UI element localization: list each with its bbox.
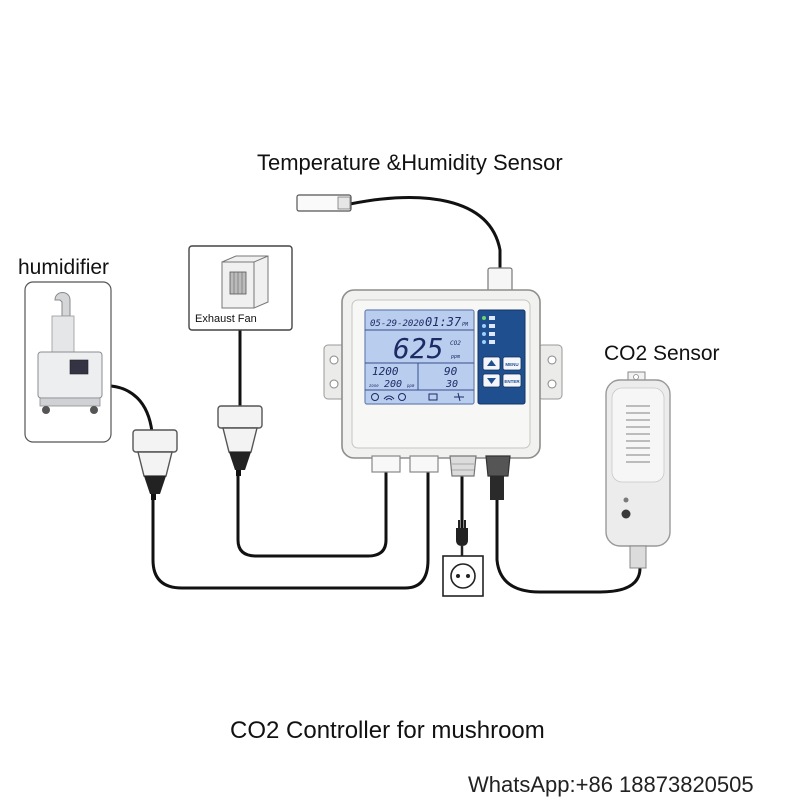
exhaust-fan-illustration [188,245,293,331]
co2-sensor-indicator [621,509,631,519]
lcd-co2-label: CO2 [450,340,461,347]
exhaust-plug-cable [236,468,388,558]
cables [109,196,642,594]
co2-sensor-led [623,497,629,503]
down-arrow-icon [487,378,496,384]
co2-sensor-device [605,371,671,569]
menu-button[interactable]: MENU [502,356,522,371]
lcd-left-prefix: zone [369,383,379,388]
status-led-2 [482,324,486,328]
temperature-humidity-sensor-label: Temperature &Humidity Sensor [257,150,563,175]
humidifier-plug-cable [151,470,430,590]
lcd-right-bottom: 30 [445,379,458,390]
whatsapp-contact: WhatsApp:+86 18873820505 [468,772,754,797]
light-status-icon [454,392,464,402]
lcd-right-top: 90 [444,365,458,378]
status-led-3 [482,332,486,336]
fan-status-icon [371,393,379,401]
exhaust-fan-plug [217,405,263,476]
exhaust-fan-label: Exhaust Fan [195,313,257,325]
lcd-date: 05-29-2020 [370,319,424,329]
lcd-time-suffix: PM [462,322,469,328]
lcd-left-top: 1200 [372,365,399,378]
humidifier-label: humidifier [18,256,110,279]
co2-sensor-label: CO2 Sensor [604,342,720,365]
menu-button-label: MENU [505,362,518,367]
power-outlet [442,520,484,597]
lcd-co2-unit: ppm [451,354,460,360]
diagram-caption: CO2 Controller for mushroom [230,717,545,744]
status-led-1 [482,316,486,320]
lcd-left-bottom: 200 [384,379,402,390]
lcd-co2-value: 625 [393,332,444,365]
lcd-display: 05-29-2020 01:37 PM 625 CO2 ppm 1200 zon… [364,309,475,405]
wifi-status-icon [383,395,395,401]
status-led-4 [482,340,486,344]
lcd-time: 01:37 [425,315,462,329]
humidifier-cable [109,384,154,434]
heater-status-icon [428,393,438,401]
lcd-left-unit: ppm [407,383,415,388]
up-arrow-icon [487,360,496,366]
humidifier-illustration [24,281,112,443]
co2-sensor-cable [495,498,642,594]
temp-sensor-cable [348,196,502,270]
clock-status-icon [398,393,406,401]
temp-humidity-probe [296,194,352,212]
up-arrow-button[interactable] [482,356,501,371]
humidifier-plug [132,429,178,500]
power-plug-icon [456,528,468,546]
down-arrow-button[interactable] [482,373,501,388]
enter-button[interactable]: ENTER [502,373,522,388]
enter-button-label: ENTER [504,379,520,384]
